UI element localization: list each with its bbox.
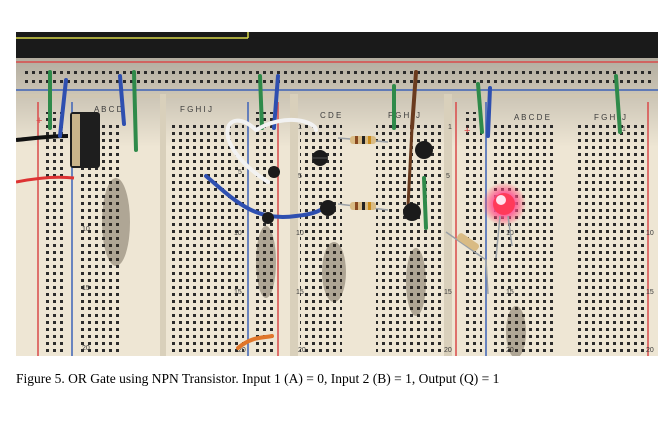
label-row-15-a: 15 <box>82 285 90 292</box>
label-row-20-d: 20 <box>444 347 452 354</box>
label-row-10-e: 10 <box>646 230 654 237</box>
breadboard-photo: A B C D F G H I J C D E F G H I J A B C … <box>16 32 658 356</box>
label-row-20-f: 20 <box>646 347 654 354</box>
component-shadows <box>102 178 526 356</box>
label-row-1-right: 1 <box>622 126 626 133</box>
label-row-15-f: 15 <box>646 289 654 296</box>
label-row-15-d: 15 <box>444 289 452 296</box>
label-row-10-a: 10 <box>82 226 90 233</box>
resistors <box>337 136 489 295</box>
power-connector <box>16 112 100 184</box>
label-right-cols-a: A B C D E <box>514 113 550 122</box>
label-row-20-c: 20 <box>298 347 306 354</box>
label-left-cols-b: F G H I J <box>180 105 212 114</box>
label-row-15-c: 15 <box>296 289 304 296</box>
label-plus-left: + <box>36 115 42 127</box>
label-row-5-middle: 5 <box>298 173 302 180</box>
label-left-cols-a: A B C D <box>94 105 123 114</box>
label-middle-cols-b: F G H I J <box>388 111 420 120</box>
label-middle-cols-a: C D E <box>320 111 341 120</box>
label-right-cols-b: F G H I J <box>594 113 626 122</box>
label-row-5-left: 5 <box>238 169 242 176</box>
label-row-10-b: 10 <box>234 230 242 237</box>
label-row-15-e: 15 <box>506 289 514 296</box>
label-plus-right: + <box>464 125 470 137</box>
label-row-5-middle-right: 5 <box>446 173 450 180</box>
label-row-1-middle: 1 <box>298 124 302 131</box>
led-output <box>482 182 526 259</box>
label-row-1-middle-right: 1 <box>448 124 452 131</box>
label-row-20-a: 20 <box>82 345 90 352</box>
label-row-15-b: 15 <box>234 289 242 296</box>
transistors <box>262 141 433 224</box>
label-row-20-e: 20 <box>506 347 514 354</box>
label-row-10-c: 10 <box>296 230 304 237</box>
board-labels: A B C D F G H I J C D E F G H I J A B C … <box>36 105 654 354</box>
figure-caption: Figure 5. OR Gate using NPN Transistor. … <box>16 371 500 386</box>
label-row-20-b: 20 <box>238 347 246 354</box>
